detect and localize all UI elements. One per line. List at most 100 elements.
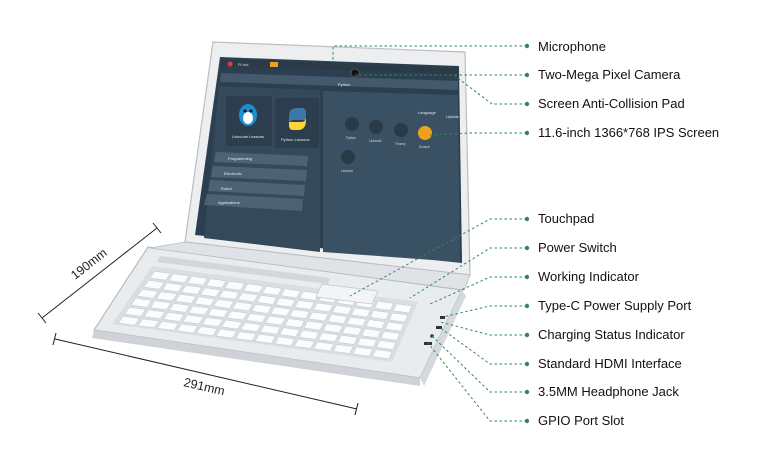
keyboard-key[interactable] xyxy=(322,323,343,333)
keyboard-key[interactable] xyxy=(313,341,334,352)
keyboard-key[interactable] xyxy=(240,322,262,332)
app-scratch-icon[interactable] xyxy=(418,126,432,140)
keyboard-key[interactable] xyxy=(313,302,334,313)
touchpad[interactable] xyxy=(315,283,379,305)
keyboard-key[interactable] xyxy=(143,280,165,290)
keyboard-key[interactable] xyxy=(221,319,243,330)
keyboard-key[interactable] xyxy=(333,344,354,354)
keyboard-key[interactable] xyxy=(169,303,191,313)
keyboard-key[interactable] xyxy=(176,323,199,334)
keyboard-key[interactable] xyxy=(175,294,197,304)
keyboard-key[interactable] xyxy=(235,331,257,341)
keyboard-key[interactable] xyxy=(162,282,184,293)
keyboard-key[interactable] xyxy=(196,326,218,336)
folder-icon[interactable] xyxy=(270,62,278,67)
app-menu-icon[interactable] xyxy=(227,61,233,67)
keyboard-key[interactable] xyxy=(251,304,272,314)
keyboard-key[interactable] xyxy=(380,331,401,341)
keyboard-key[interactable] xyxy=(294,300,315,310)
keyboard-key[interactable] xyxy=(376,340,397,350)
keyboard-key[interactable] xyxy=(280,288,301,299)
keyboard-key[interactable] xyxy=(299,291,320,301)
keyboard-key[interactable] xyxy=(274,336,296,347)
keyboard-key[interactable] xyxy=(136,289,159,299)
keyboard-key[interactable] xyxy=(143,309,166,320)
keyboard-key[interactable] xyxy=(346,316,367,327)
keyboard-key[interactable] xyxy=(215,328,237,339)
keyboard-key[interactable] xyxy=(361,328,382,339)
keyboard-key[interactable] xyxy=(342,325,363,336)
menu-item-robot[interactable] xyxy=(208,180,305,196)
keyboard-key[interactable] xyxy=(155,291,178,302)
keyboard-key[interactable] xyxy=(284,318,305,328)
keyboard-key[interactable] xyxy=(182,314,204,325)
keyboard-key[interactable] xyxy=(149,271,171,281)
menu-item-electronic[interactable] xyxy=(211,166,307,181)
keyboard-key[interactable] xyxy=(260,324,281,335)
keyboard-key[interactable] xyxy=(226,310,248,321)
leader-line xyxy=(409,247,527,299)
keyboard-key[interactable] xyxy=(388,312,409,323)
keyboard-key[interactable] xyxy=(186,276,208,286)
keyboard-key[interactable] xyxy=(356,337,377,348)
keyboard-key[interactable] xyxy=(369,310,390,320)
keyboard-key[interactable] xyxy=(201,317,224,327)
keyboard-key[interactable] xyxy=(374,301,394,311)
keyboard-key[interactable] xyxy=(308,311,329,322)
keyboard-key[interactable] xyxy=(243,283,264,294)
language-label[interactable]: Language xyxy=(418,110,437,115)
keyboard-key[interactable] xyxy=(199,287,221,298)
keyboard-key[interactable] xyxy=(318,332,339,343)
app-python-icon[interactable] xyxy=(345,117,359,131)
keyboard-key[interactable] xyxy=(352,346,373,357)
keyboard-key[interactable] xyxy=(392,303,413,314)
leader-dot xyxy=(524,418,530,424)
keyboard-key[interactable] xyxy=(279,327,300,337)
keyboard-key[interactable] xyxy=(365,319,386,329)
keyboard-key[interactable] xyxy=(337,335,358,345)
app-thonny-icon[interactable] xyxy=(394,123,408,137)
keyboard-key[interactable] xyxy=(194,296,216,307)
keyboard-key[interactable] xyxy=(332,305,353,315)
keyboard-key[interactable] xyxy=(294,339,315,349)
keyboard-key[interactable] xyxy=(180,285,203,295)
keyboard-key[interactable] xyxy=(232,301,253,312)
keyboard-keys xyxy=(117,271,413,359)
keyboard-key[interactable] xyxy=(163,312,185,322)
keyboard-key[interactable] xyxy=(149,300,172,311)
keyboard-key[interactable] xyxy=(303,320,324,331)
keyboard-key[interactable] xyxy=(270,306,291,317)
keyboard-key[interactable] xyxy=(289,309,310,319)
keyboard-key[interactable] xyxy=(256,295,277,305)
keyboard-key[interactable] xyxy=(237,292,259,303)
keyboard-key[interactable] xyxy=(384,321,405,332)
keyboard-key[interactable] xyxy=(245,313,267,323)
keyboard-key[interactable] xyxy=(261,286,283,296)
keyboard-key[interactable] xyxy=(372,349,393,359)
keyboard-key[interactable] xyxy=(265,315,286,326)
keyboard-key[interactable] xyxy=(168,273,190,283)
keyboard-key[interactable] xyxy=(130,298,153,308)
keyboard-key[interactable] xyxy=(188,305,210,316)
menu-item-programming[interactable] xyxy=(214,152,308,166)
keyboard-key[interactable] xyxy=(207,308,229,318)
keyboard-key[interactable] xyxy=(218,290,240,300)
leader-line xyxy=(431,335,527,393)
keyboard-key[interactable] xyxy=(327,314,348,324)
keyboard-key[interactable] xyxy=(117,316,140,326)
keyboard-key[interactable] xyxy=(254,333,276,344)
app-lessons-icon[interactable] xyxy=(341,150,355,164)
keyboard-key[interactable] xyxy=(224,281,246,291)
keyboard-key[interactable] xyxy=(137,318,160,329)
app-grid: Python Linkcode Thonny Scratch Lessons xyxy=(341,117,432,173)
keyboard-key[interactable] xyxy=(275,297,296,308)
keyboard-key[interactable] xyxy=(157,321,179,331)
menu-item-applications[interactable] xyxy=(204,194,303,211)
keyboard-key[interactable] xyxy=(124,307,146,317)
keyboard-key[interactable] xyxy=(298,329,320,340)
keyboard-key[interactable] xyxy=(205,278,227,289)
keyboard-key[interactable] xyxy=(213,299,235,309)
update-label[interactable]: Update xyxy=(446,114,460,119)
app-linkcode-icon[interactable] xyxy=(369,120,383,134)
keyboard-key[interactable] xyxy=(351,307,371,318)
